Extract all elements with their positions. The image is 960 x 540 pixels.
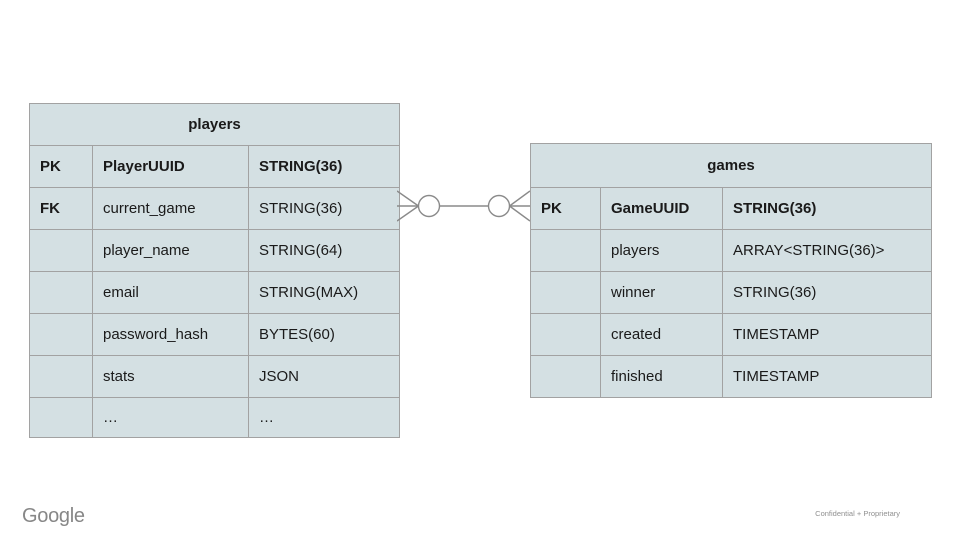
- field-name-cell: email: [92, 271, 249, 314]
- field-type-cell: TIMESTAMP: [721, 355, 933, 398]
- table-row: … …: [29, 397, 401, 438]
- field-type-cell: STRING(36): [247, 187, 401, 230]
- players-table: players PK PlayerUUID STRING(36) FK curr…: [28, 103, 401, 438]
- crow-foot-right-icon: [509, 190, 530, 222]
- table-row: winner STRING(36): [530, 271, 933, 314]
- table-row: stats JSON: [29, 355, 401, 398]
- field-type-cell: BYTES(60): [247, 313, 401, 356]
- key-cell: [530, 229, 601, 272]
- confidential-note: Confidential + Proprietary: [815, 509, 900, 518]
- table-row: email STRING(MAX): [29, 271, 401, 314]
- field-type-cell: STRING(MAX): [247, 271, 401, 314]
- key-cell: [530, 313, 601, 356]
- table-row: finished TIMESTAMP: [530, 355, 933, 398]
- table-header-row: games: [529, 143, 933, 188]
- field-name-cell: current_game: [92, 187, 249, 230]
- table-row: PK GameUUID STRING(36): [530, 187, 933, 230]
- key-cell: FK: [29, 187, 93, 230]
- field-name-cell: …: [92, 397, 249, 438]
- field-name-cell: winner: [600, 271, 723, 314]
- field-name-cell: stats: [92, 355, 249, 398]
- key-cell: [29, 355, 93, 398]
- crow-foot-left-icon: [397, 190, 419, 222]
- field-type-cell: STRING(64): [247, 229, 401, 272]
- field-type-cell: TIMESTAMP: [721, 313, 933, 356]
- google-logo: Google: [22, 505, 85, 527]
- field-name-cell: password_hash: [92, 313, 249, 356]
- field-type-cell: …: [247, 397, 401, 438]
- table-header-row: players: [28, 103, 401, 146]
- field-name-cell: created: [600, 313, 723, 356]
- field-type-cell: STRING(36): [247, 145, 401, 188]
- field-type-cell: STRING(36): [721, 187, 933, 230]
- key-cell: [29, 397, 93, 438]
- table-row: player_name STRING(64): [29, 229, 401, 272]
- key-cell: [530, 355, 601, 398]
- field-name-cell: players: [600, 229, 723, 272]
- field-name-cell: finished: [600, 355, 723, 398]
- table-row: password_hash BYTES(60): [29, 313, 401, 356]
- key-cell: PK: [29, 145, 93, 188]
- field-name-cell: GameUUID: [600, 187, 723, 230]
- key-cell: [530, 271, 601, 314]
- table-row: FK current_game STRING(36): [29, 187, 401, 230]
- key-cell: [29, 229, 93, 272]
- table-row: created TIMESTAMP: [530, 313, 933, 356]
- key-cell: [29, 313, 93, 356]
- table-row: PK PlayerUUID STRING(36): [29, 145, 401, 188]
- field-name-cell: PlayerUUID: [92, 145, 249, 188]
- field-type-cell: ARRAY<STRING(36)>: [721, 229, 933, 272]
- games-table: games PK GameUUID STRING(36) players ARR…: [529, 143, 933, 398]
- key-cell: [29, 271, 93, 314]
- players-table-title: players: [28, 103, 401, 146]
- key-cell: PK: [530, 187, 601, 230]
- field-type-cell: STRING(36): [721, 271, 933, 314]
- table-row: players ARRAY<STRING(36)>: [530, 229, 933, 272]
- games-table-title: games: [529, 143, 933, 188]
- field-type-cell: JSON: [247, 355, 401, 398]
- relationship-connector: [397, 190, 530, 222]
- zero-circle-right-icon: [487, 194, 511, 218]
- field-name-cell: player_name: [92, 229, 249, 272]
- zero-circle-left-icon: [417, 194, 441, 218]
